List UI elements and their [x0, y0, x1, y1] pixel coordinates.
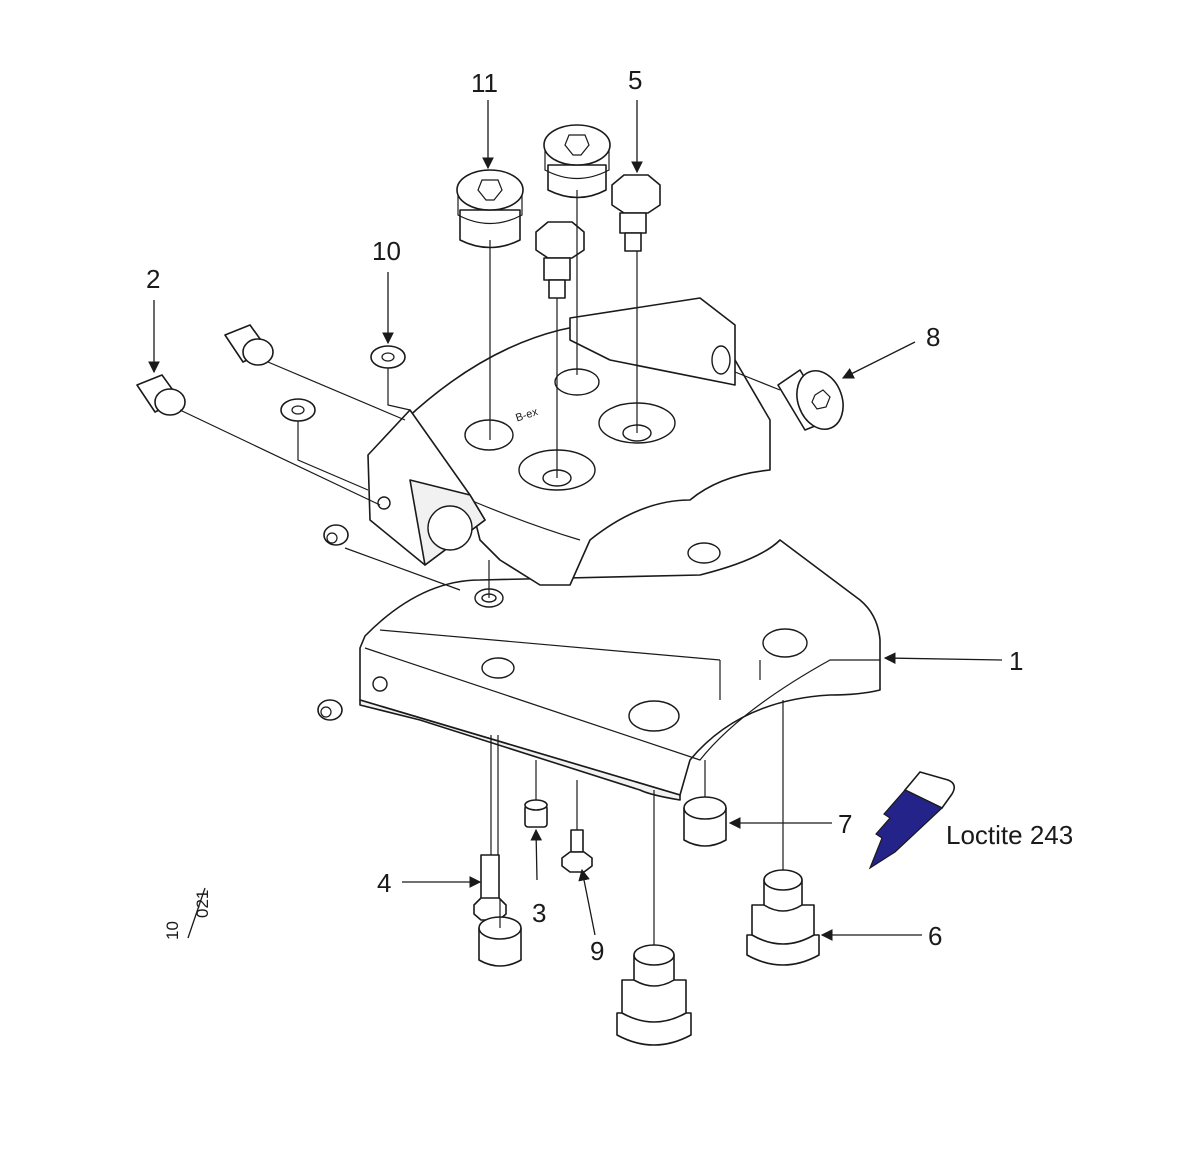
callout-10: 10 [372, 236, 401, 266]
socket-screw-left [456, 169, 524, 249]
set-screw-lower [317, 699, 343, 721]
hydraulic-fitting-part-6 [746, 869, 820, 966]
screw-part-4 [473, 854, 507, 921]
loctite-bottle-icon [868, 771, 956, 870]
socket-screw-right [543, 124, 611, 199]
callout-5: 5 [628, 65, 642, 95]
dowel-pin-upper [224, 324, 274, 366]
washer-lower [280, 398, 316, 422]
drawing-ref-denominator: 021 [193, 890, 212, 918]
callout-7: 7 [838, 809, 852, 839]
loctite-label: Loctite 243 [946, 820, 1073, 850]
plug-part-8 [777, 369, 844, 431]
drawing-ref-numerator: 10 [163, 921, 182, 940]
callout-8: 8 [926, 322, 940, 352]
base-plate-part-1 [359, 539, 881, 801]
callout-2: 2 [146, 264, 160, 294]
callout-11: 11 [471, 68, 498, 98]
dowel-pin-lower [136, 374, 186, 416]
callout-4: 4 [377, 868, 391, 898]
callout-3: 3 [532, 898, 546, 928]
pin-part-9 [561, 829, 593, 873]
hex-bolt-center [535, 221, 585, 299]
bushing-part-7 [683, 796, 727, 847]
pin-part-3 [524, 799, 548, 828]
callout-leaders [148, 100, 1003, 941]
hex-bolt-right [611, 174, 661, 252]
callout-1: 1 [1009, 646, 1023, 676]
washer-upper [370, 345, 406, 369]
callout-6: 6 [928, 921, 942, 951]
set-screw-upper [323, 524, 349, 546]
drawing-reference: 10 021 [163, 887, 212, 940]
assembly-center-lines [179, 190, 784, 945]
hydraulic-fitting-lower [616, 944, 692, 1046]
callout-9: 9 [590, 936, 604, 966]
side-bracket [367, 409, 486, 566]
top-clamp-block: B-ex [404, 297, 771, 586]
